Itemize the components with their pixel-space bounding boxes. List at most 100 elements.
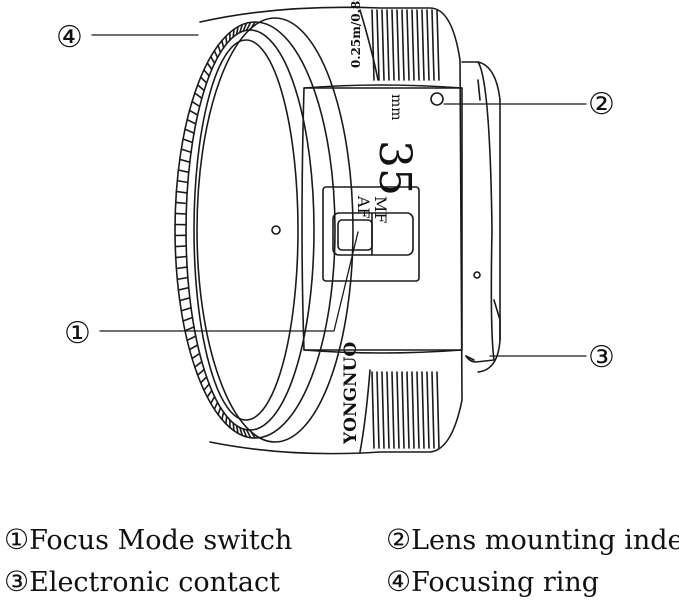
knurl-tick bbox=[194, 92, 203, 100]
band-tick bbox=[391, 371, 395, 449]
legend-num-3: ③ bbox=[4, 565, 30, 598]
band-tick bbox=[406, 371, 410, 449]
legend-num-2: ② bbox=[386, 523, 412, 556]
brand-label: YONGNUO bbox=[341, 342, 361, 445]
band-tick bbox=[396, 9, 400, 81]
legend-label-3: Electronic contact bbox=[29, 567, 280, 598]
band-tick bbox=[406, 9, 410, 81]
band-tick bbox=[426, 371, 430, 449]
label-panel bbox=[301, 84, 463, 354]
knurl-tick bbox=[221, 39, 225, 49]
knurl-tick bbox=[225, 415, 228, 425]
callout-4: ④ bbox=[56, 20, 83, 55]
band-tick bbox=[401, 371, 405, 449]
legend-item-focusing-ring: ④Focusing ring bbox=[386, 565, 600, 598]
knurl-tick bbox=[176, 276, 189, 281]
knurl-tick bbox=[176, 179, 189, 184]
legend-item-focus-mode: ①Focus Mode switch bbox=[4, 523, 293, 556]
knurl-tick bbox=[182, 138, 194, 144]
knurl-tick bbox=[203, 383, 210, 391]
knurl-tick bbox=[178, 158, 191, 163]
focusing-ring bbox=[174, 21, 256, 439]
band-tick bbox=[416, 9, 420, 81]
knurl-tick bbox=[242, 428, 248, 438]
knurl-tick bbox=[210, 55, 216, 65]
knurl-tick bbox=[225, 35, 228, 45]
knurl-tick bbox=[199, 376, 208, 384]
knurl-tick bbox=[174, 255, 188, 259]
focal-length-label: 35 bbox=[369, 140, 420, 196]
band-tick bbox=[391, 9, 395, 81]
band-tick bbox=[416, 371, 420, 449]
legend-num-4: ④ bbox=[386, 565, 412, 598]
knurl-tick bbox=[191, 100, 201, 108]
band-tick bbox=[421, 371, 425, 449]
knurl-tick bbox=[213, 401, 219, 411]
lens-barrel bbox=[196, 6, 463, 455]
band-tick bbox=[386, 9, 390, 81]
band-tick bbox=[411, 9, 415, 81]
knurl-tick bbox=[196, 84, 205, 92]
rear-mount bbox=[461, 61, 501, 373]
callout-2: ② bbox=[588, 87, 615, 122]
knurl-tick bbox=[184, 326, 195, 332]
band-tick bbox=[376, 9, 380, 81]
mf-label: MF bbox=[371, 196, 390, 223]
band-tick bbox=[381, 9, 385, 81]
band-tick bbox=[386, 371, 390, 449]
knurl-tick bbox=[177, 286, 190, 291]
barrel-screw bbox=[271, 225, 281, 235]
knurl-tick bbox=[232, 28, 235, 38]
knurl-tick bbox=[206, 62, 213, 71]
distance-scale-label: 0.25m/0.8ft bbox=[349, 0, 363, 68]
legend-item-mounting-index: ②Lens mounting index bbox=[386, 523, 679, 556]
knurl-tick bbox=[182, 316, 194, 322]
knurl-tick bbox=[245, 21, 252, 32]
knurl-tick bbox=[174, 245, 187, 248]
knurl-tick bbox=[199, 76, 208, 84]
knurl-tick bbox=[242, 22, 248, 32]
band-tick bbox=[426, 9, 430, 81]
knurl-tick bbox=[174, 212, 187, 215]
legend-num-1: ① bbox=[4, 523, 30, 556]
knurl-tick bbox=[184, 128, 195, 134]
focal-unit-label: mm bbox=[388, 94, 404, 121]
knurl-tick bbox=[203, 69, 210, 77]
knurl-tick bbox=[235, 25, 239, 36]
legend-label-4: Focusing ring bbox=[411, 567, 600, 598]
legend-label-1: Focus Mode switch bbox=[29, 525, 293, 556]
knurl-tick bbox=[235, 424, 239, 435]
knurl-tick bbox=[175, 266, 188, 270]
focus-mode-switch bbox=[322, 186, 420, 282]
knurl-tick bbox=[178, 296, 191, 302]
knurl-tick bbox=[217, 44, 222, 54]
knurl-tick bbox=[180, 148, 192, 153]
knurl-tick bbox=[210, 395, 216, 405]
callout-1: ① bbox=[64, 316, 91, 351]
knurl-tick bbox=[188, 344, 199, 351]
leader-lines bbox=[91, 34, 587, 357]
band-tick bbox=[431, 9, 435, 81]
af-label: AF bbox=[354, 195, 373, 219]
knurl-tick bbox=[213, 49, 219, 59]
knurl-tick bbox=[194, 360, 203, 368]
band-tick bbox=[411, 371, 415, 449]
knurl-tick bbox=[191, 352, 201, 360]
callout-3: ③ bbox=[588, 340, 615, 375]
knurl-tick bbox=[217, 406, 222, 416]
band-tick bbox=[376, 371, 380, 449]
band-tick bbox=[431, 371, 435, 449]
band-tick bbox=[396, 371, 400, 449]
barrel-knurl bbox=[371, 9, 440, 449]
knurl-tick bbox=[221, 411, 225, 421]
legend-item-electronic-contact: ③Electronic contact bbox=[4, 565, 280, 598]
knurl-tick bbox=[175, 190, 188, 194]
band-tick bbox=[401, 9, 405, 81]
band-tick bbox=[421, 9, 425, 81]
knurl-tick bbox=[186, 335, 197, 342]
legend-label-2: Lens mounting index bbox=[411, 525, 679, 556]
knurl-tick bbox=[186, 118, 197, 125]
band-tick bbox=[436, 371, 440, 449]
front-element bbox=[174, 21, 336, 439]
